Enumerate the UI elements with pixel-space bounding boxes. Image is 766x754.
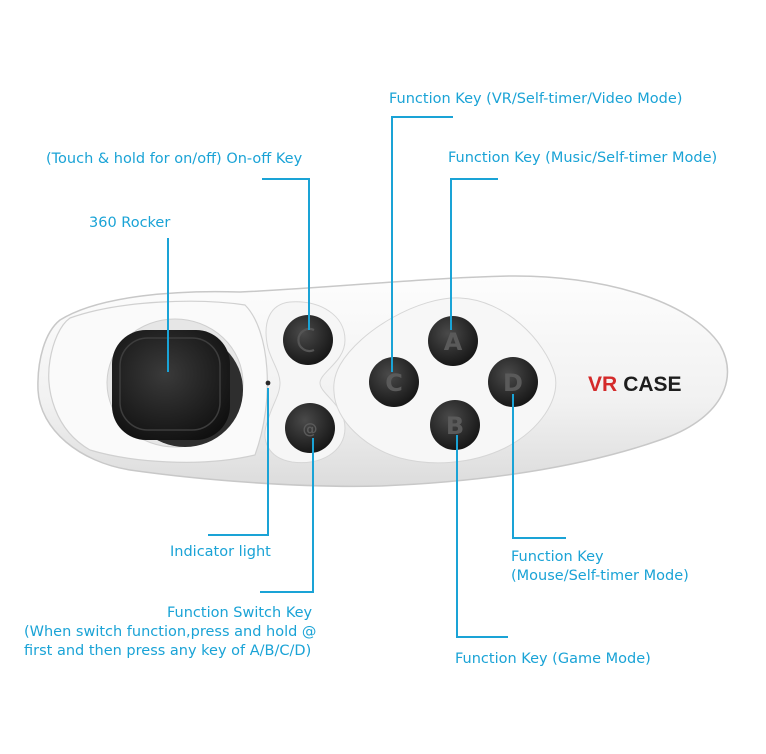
- switch-key-glyph: @: [303, 420, 318, 438]
- callout-line-vr-mode: [391, 116, 453, 372]
- label-mouse-line1: Function Key: [511, 549, 604, 565]
- indicator-light: [265, 380, 271, 386]
- label-vr-selftimer-video: Function Key (VR/Self-timer/Video Mode): [389, 91, 683, 107]
- key-a-letter: A: [444, 328, 463, 356]
- label-indicator-light: Indicator light: [170, 544, 271, 560]
- label-switch-line3: first and then press any key of A/B/C/D): [24, 643, 312, 659]
- rocker-cap-highlight: [119, 337, 221, 431]
- callout-line-game: [456, 435, 508, 638]
- label-360-rocker: 360 Rocker: [89, 215, 171, 231]
- label-function-switch-key: Function Switch Key (When switch functio…: [24, 604, 316, 661]
- rocker-cap[interactable]: [112, 330, 230, 440]
- brand-case: CASE: [623, 373, 681, 396]
- brand-logo: VR CASE: [588, 373, 682, 396]
- label-mouse-line2: (Mouse/Self-timer Mode): [511, 568, 689, 584]
- label-onoff-key: (Touch & hold for on/off) On-off Key: [46, 151, 303, 167]
- label-music-selftimer: Function Key (Music/Self-timer Mode): [448, 150, 718, 166]
- key-b-letter: B: [446, 412, 464, 440]
- callout-line-onoff: [262, 178, 310, 330]
- key-d[interactable]: [488, 357, 538, 407]
- callout-lines: [167, 116, 566, 638]
- key-c-letter: C: [385, 369, 403, 397]
- label-switch-line2: (When switch function,press and hold @: [24, 624, 317, 640]
- label-game-mode: Function Key (Game Mode): [455, 651, 651, 667]
- label-switch-line1: Function Switch Key: [167, 605, 313, 621]
- callout-line-mouse: [512, 394, 566, 539]
- key-d-letter: D: [503, 369, 523, 397]
- callout-line-switch: [260, 438, 314, 593]
- key-b[interactable]: [430, 400, 480, 450]
- callout-line-music-mode: [450, 178, 498, 330]
- key-c[interactable]: [369, 357, 419, 407]
- brand-vr: VR: [588, 373, 617, 396]
- key-a[interactable]: [428, 316, 478, 366]
- callout-line-indicator: [208, 388, 269, 536]
- label-mouse-selftimer: Function Key (Mouse/Self-timer Mode): [511, 548, 689, 586]
- function-switch-key[interactable]: [285, 403, 335, 453]
